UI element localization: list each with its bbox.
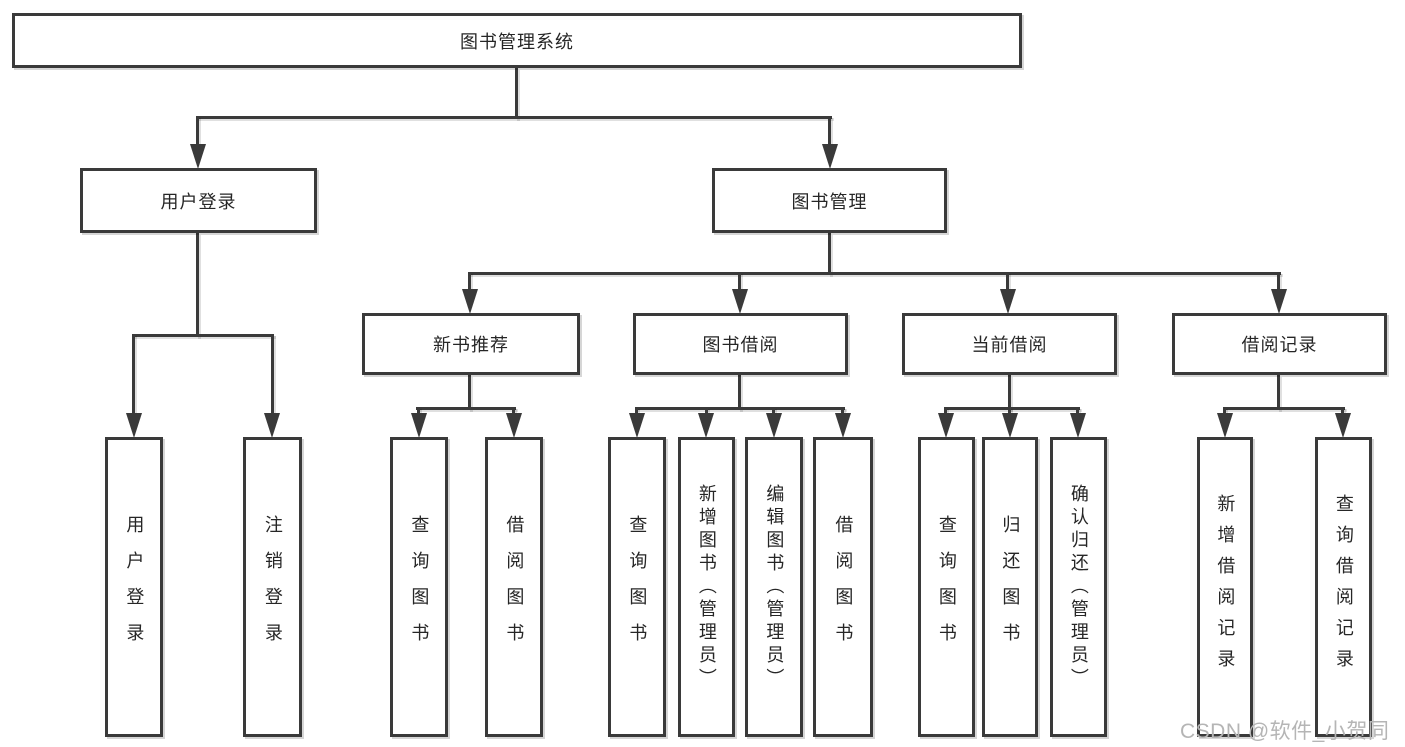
- leaf-borrow-book: 借阅图书: [813, 437, 873, 737]
- connector-line: [1223, 407, 1226, 416]
- leaf-confirm-return-admin: 确认归还（管理员）: [1050, 437, 1107, 737]
- connector-line: [515, 68, 518, 119]
- connector-line: [468, 272, 1281, 275]
- connector-line: [132, 334, 274, 337]
- node-root-label: 图书管理系统: [460, 31, 574, 52]
- connector-line: [1277, 375, 1280, 410]
- leaf-recommend-query-book-label: 查询图书: [409, 515, 430, 659]
- node-user-login: 用户登录: [80, 168, 317, 233]
- leaf-current-query-book-label: 查询图书: [936, 515, 957, 659]
- leaf-recommend-borrow-book-label: 借阅图书: [504, 515, 525, 659]
- node-current-borrow: 当前借阅: [902, 313, 1117, 375]
- arrow-down-icon: [1271, 289, 1287, 314]
- node-new-book-recommend: 新书推荐: [362, 313, 580, 375]
- arrow-down-icon: [1002, 413, 1018, 438]
- node-book-management: 图书管理: [712, 168, 947, 233]
- leaf-edit-book-admin: 编辑图书（管理员）: [745, 437, 803, 737]
- connector-line: [1008, 407, 1011, 416]
- connector-line: [828, 116, 831, 148]
- connector-line: [132, 334, 135, 416]
- connector-line: [772, 407, 775, 416]
- node-current-borrow-label: 当前借阅: [971, 335, 1048, 355]
- leaf-current-query-book: 查询图书: [918, 437, 975, 737]
- connector-line: [1006, 272, 1009, 292]
- connector-line: [635, 407, 638, 416]
- leaf-logout: 注销登录: [243, 437, 302, 737]
- connector-line: [841, 407, 844, 416]
- connector-line: [1223, 407, 1345, 410]
- node-user-login-label: 用户登录: [160, 191, 237, 212]
- arrow-down-icon: [766, 413, 782, 438]
- leaf-add-borrow-record-label: 新增借阅记录: [1215, 494, 1236, 680]
- leaf-borrow-query-book: 查询图书: [608, 437, 666, 737]
- node-root: 图书管理系统: [12, 13, 1022, 68]
- arrow-down-icon: [462, 289, 478, 314]
- leaf-return-book-label: 归还图书: [1000, 515, 1021, 659]
- arrow-down-icon: [629, 413, 645, 438]
- arrow-down-icon: [698, 413, 714, 438]
- connector-line: [271, 334, 274, 416]
- arrow-down-icon: [411, 413, 427, 438]
- node-borrow-records-label: 借阅记录: [1241, 335, 1318, 355]
- node-book-borrow: 图书借阅: [633, 313, 848, 375]
- connector-line: [512, 407, 515, 416]
- leaf-confirm-return-admin-label: 确认归还（管理员）: [1068, 483, 1089, 691]
- connector-line: [738, 375, 741, 410]
- connector-line: [196, 116, 832, 119]
- connector-line: [468, 272, 471, 292]
- arrow-down-icon: [732, 289, 748, 314]
- leaf-recommend-borrow-book: 借阅图书: [485, 437, 543, 737]
- leaf-query-borrow-record: 查询借阅记录: [1315, 437, 1372, 737]
- arrow-down-icon: [1070, 413, 1086, 438]
- leaf-edit-book-admin-label: 编辑图书（管理员）: [764, 483, 785, 691]
- arrow-down-icon: [1335, 413, 1351, 438]
- leaf-recommend-query-book: 查询图书: [390, 437, 448, 737]
- connector-line: [828, 233, 831, 275]
- leaf-return-book: 归还图书: [982, 437, 1038, 737]
- leaf-user-login: 用户登录: [105, 437, 163, 737]
- connector-line: [738, 272, 741, 292]
- arrow-down-icon: [1217, 413, 1233, 438]
- leaf-add-book-admin: 新增图书（管理员）: [678, 437, 735, 737]
- connector-line: [1277, 272, 1280, 292]
- connector-line: [944, 407, 1080, 410]
- leaf-query-borrow-record-label: 查询借阅记录: [1333, 494, 1354, 680]
- node-new-book-recommend-label: 新书推荐: [433, 335, 509, 355]
- node-book-management-label: 图书管理: [791, 191, 868, 212]
- connector-line: [196, 116, 199, 148]
- connector-line: [635, 407, 845, 410]
- leaf-add-book-admin-label: 新增图书（管理员）: [696, 483, 717, 691]
- connector-line: [1076, 407, 1079, 416]
- leaf-borrow-query-book-label: 查询图书: [627, 515, 648, 659]
- connector-line: [944, 407, 947, 416]
- arrow-down-icon: [190, 144, 206, 169]
- connector-line: [468, 375, 471, 410]
- connector-line: [1341, 407, 1344, 416]
- node-book-borrow-label: 图书借阅: [702, 335, 779, 355]
- arrow-down-icon: [506, 413, 522, 438]
- arrow-down-icon: [264, 413, 280, 438]
- leaf-user-login-label: 用户登录: [124, 515, 145, 659]
- connector-line: [705, 407, 708, 416]
- arrow-down-icon: [822, 144, 838, 169]
- node-borrow-records: 借阅记录: [1172, 313, 1387, 375]
- leaf-add-borrow-record: 新增借阅记录: [1197, 437, 1253, 737]
- csdn-watermark: CSDN @软件_小贺同学: [1180, 720, 1390, 743]
- connector-line: [1008, 375, 1011, 410]
- arrow-down-icon: [835, 413, 851, 438]
- leaf-borrow-book-label: 借阅图书: [833, 515, 854, 659]
- connector-line: [196, 233, 199, 337]
- leaf-logout-label: 注销登录: [262, 515, 283, 659]
- arrow-down-icon: [126, 413, 142, 438]
- connector-line: [417, 407, 420, 416]
- arrow-down-icon: [1000, 289, 1016, 314]
- connector-line: [416, 407, 516, 410]
- arrow-down-icon: [938, 413, 954, 438]
